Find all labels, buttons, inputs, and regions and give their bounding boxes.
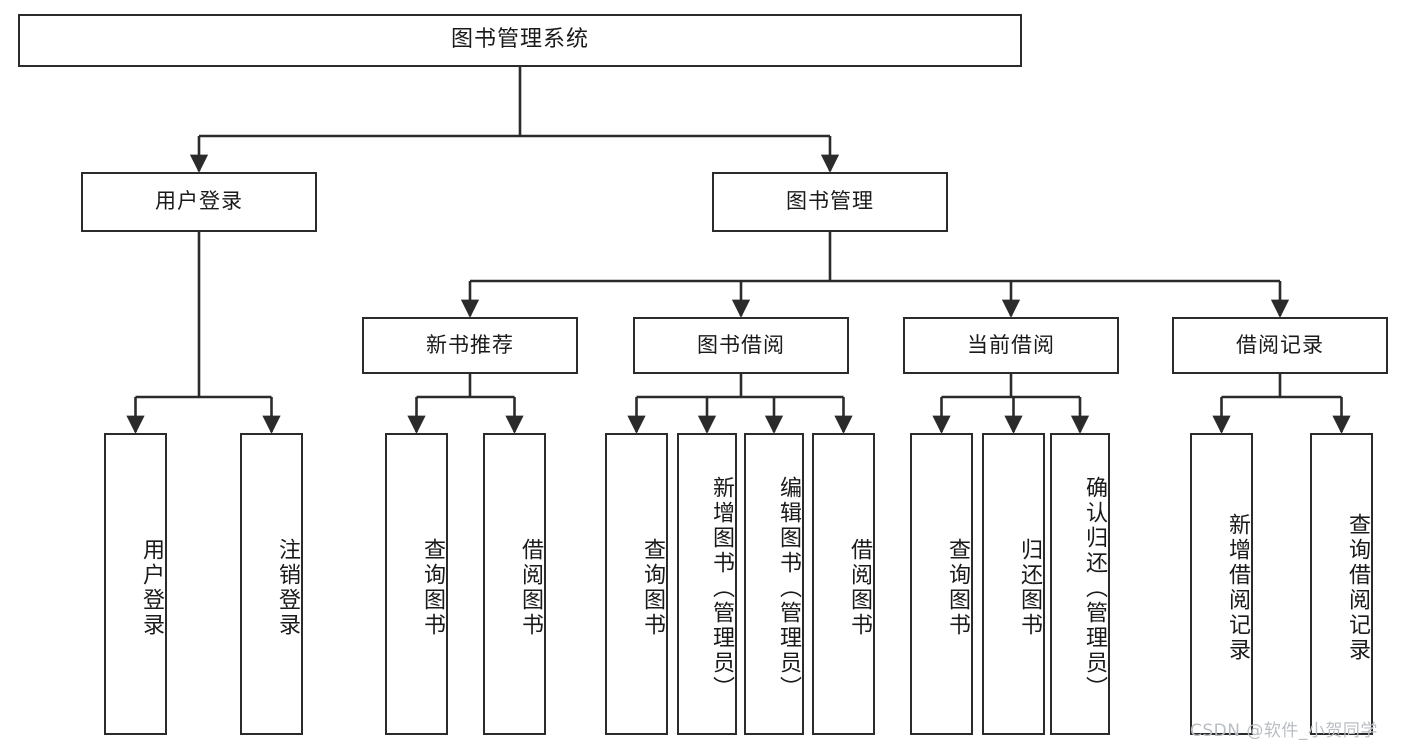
leaf-label: 查询图书 — [420, 538, 445, 638]
node-book-borrow[interactable]: 图书借阅 — [633, 317, 849, 374]
leaf-label: 查询图书 — [640, 538, 665, 638]
node-leaf-confirm-return[interactable]: 确认归还（管理员） — [1050, 433, 1110, 735]
node-leaf-query-book-rec[interactable]: 查询图书 — [385, 433, 448, 735]
node-leaf-query-book-cur[interactable]: 查询图书 — [910, 433, 973, 735]
node-borrow-record[interactable]: 借阅记录 — [1172, 317, 1388, 374]
leaf-label: 编辑图书（管理员） — [776, 475, 801, 701]
node-book-manage[interactable]: 图书管理 — [712, 172, 948, 232]
node-leaf-return-book[interactable]: 归还图书 — [982, 433, 1045, 735]
node-leaf-borrow-book[interactable]: 借阅图书 — [812, 433, 875, 735]
node-leaf-add-book[interactable]: 新增图书（管理员） — [677, 433, 737, 735]
node-leaf-query-record[interactable]: 查询借阅记录 — [1310, 433, 1373, 735]
node-leaf-add-record[interactable]: 新增借阅记录 — [1190, 433, 1253, 735]
leaf-label: 新增图书（管理员） — [709, 475, 734, 701]
node-leaf-logout[interactable]: 注销登录 — [240, 433, 303, 735]
watermark-text: CSDN @软件_小贺同学 — [1190, 721, 1378, 741]
leaf-label: 归还图书 — [1017, 538, 1042, 638]
node-leaf-borrow-book-rec[interactable]: 借阅图书 — [483, 433, 546, 735]
node-current-borrow[interactable]: 当前借阅 — [903, 317, 1119, 374]
node-user-login[interactable]: 用户登录 — [81, 172, 317, 232]
leaf-label: 查询借阅记录 — [1345, 513, 1370, 663]
leaf-label: 查询图书 — [945, 538, 970, 638]
leaf-label: 新增借阅记录 — [1225, 513, 1250, 663]
leaf-label: 用户登录 — [139, 538, 164, 638]
node-leaf-user-login[interactable]: 用户登录 — [104, 433, 167, 735]
node-new-book-rec[interactable]: 新书推荐 — [362, 317, 578, 374]
node-leaf-query-book-borrow[interactable]: 查询图书 — [605, 433, 668, 735]
leaf-label: 借阅图书 — [518, 538, 543, 638]
node-root[interactable]: 图书管理系统 — [18, 14, 1022, 67]
leaf-label: 借阅图书 — [847, 538, 872, 638]
node-leaf-edit-book[interactable]: 编辑图书（管理员） — [744, 433, 804, 735]
leaf-label: 注销登录 — [275, 538, 300, 638]
leaf-label: 确认归还（管理员） — [1082, 475, 1107, 701]
